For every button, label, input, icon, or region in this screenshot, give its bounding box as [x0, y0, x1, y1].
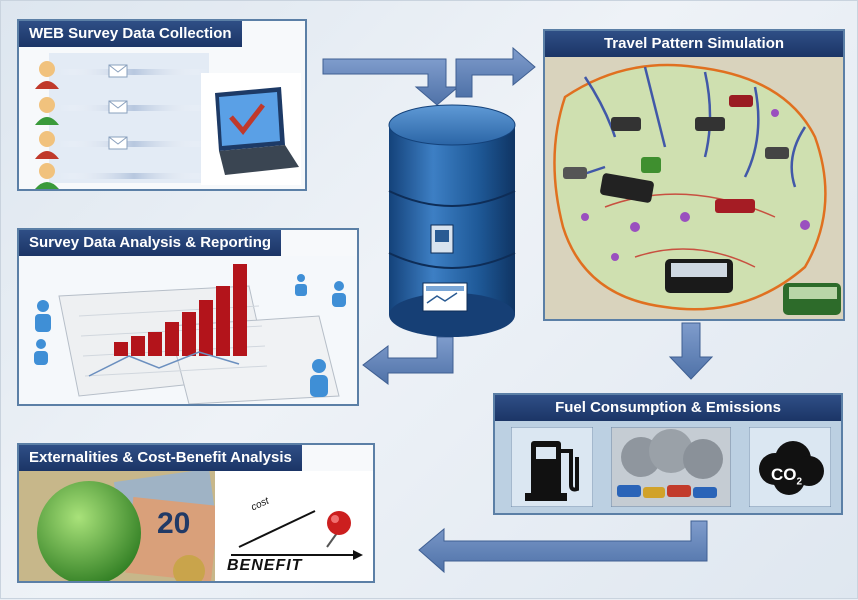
user-icon: [34, 274, 346, 397]
externalities-illustration: [19, 471, 373, 581]
fuel-pump-icon: [511, 427, 593, 507]
panel-travel: Travel Pattern Simulation: [543, 29, 845, 321]
panel-title-travel: Travel Pattern Simulation: [545, 31, 843, 57]
globe-icon: [37, 481, 141, 581]
database-icon: [388, 104, 516, 337]
banknote-label: 20: [157, 507, 191, 540]
web-survey-illustration: [35, 53, 301, 189]
co2-sub: 2: [796, 476, 803, 488]
smog-cars-icon: [611, 427, 731, 507]
envelope-icon: [108, 136, 128, 150]
co2-label: CO2: [771, 465, 802, 487]
benefit-label: BENEFIT: [227, 557, 303, 574]
user-icon: [35, 131, 59, 159]
travel-map-illustration: [545, 57, 843, 319]
user-icon: [35, 97, 59, 125]
arrow-fuel-to-externalities: [418, 520, 708, 574]
panel-fuel: Fuel Consumption & Emissions CO2: [493, 393, 843, 515]
panel-externalities: Externalities & Cost-Benefit Analysis: [17, 443, 375, 583]
panel-title-fuel: Fuel Consumption & Emissions: [495, 395, 841, 421]
panel-web-survey: WEB Survey Data Collection: [17, 19, 307, 191]
envelope-icon: [108, 64, 128, 78]
panel-analysis: Survey Data Analysis & Reporting: [17, 228, 359, 406]
pushpin-icon: [326, 511, 351, 548]
envelope-icon: [108, 100, 128, 114]
analysis-illustration: [19, 256, 357, 404]
panel-title-externalities: Externalities & Cost-Benefit Analysis: [19, 445, 302, 471]
panel-title-analysis: Survey Data Analysis & Reporting: [19, 230, 282, 256]
bus-icon: [563, 95, 841, 315]
user-icon: [35, 163, 59, 189]
co2-cloud-icon: [749, 427, 831, 507]
bar-chart-icon: [114, 264, 247, 356]
arrow-survey-to-db: [322, 58, 460, 106]
co2-main: CO: [771, 465, 797, 484]
panel-title-web-survey: WEB Survey Data Collection: [19, 21, 242, 47]
arrow-db-to-travel: [455, 46, 536, 98]
arrow-travel-to-fuel: [668, 322, 714, 380]
arrow-db-to-analysis: [362, 336, 454, 386]
user-icon: [35, 61, 59, 89]
laptop-icon: [201, 73, 301, 185]
